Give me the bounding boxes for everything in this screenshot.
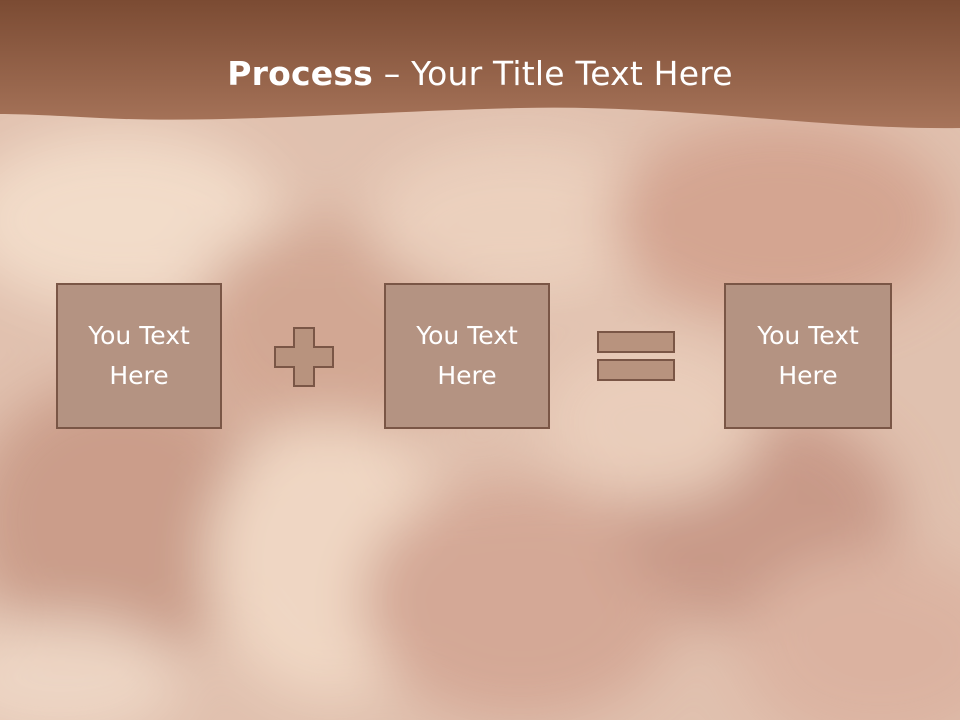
box-2-line-2: Here: [437, 361, 497, 390]
process-box-3[interactable]: You Text Here: [724, 283, 892, 429]
box-2-line-1: You Text: [416, 321, 518, 350]
title-bold: Process: [227, 54, 374, 93]
title-rest: – Your Title Text Here: [373, 54, 733, 93]
process-box-1[interactable]: You Text Here: [56, 283, 222, 429]
plus-icon: [274, 327, 334, 387]
process-box-2[interactable]: You Text Here: [384, 283, 550, 429]
box-1-line-1: You Text: [88, 321, 190, 350]
slide-title: Process – Your Title Text Here: [0, 54, 960, 93]
equals-icon: [597, 331, 675, 381]
title-banner: [0, 0, 960, 129]
box-1-line-2: Here: [109, 361, 169, 390]
box-3-line-2: Here: [778, 361, 838, 390]
box-3-line-1: You Text: [757, 321, 859, 350]
